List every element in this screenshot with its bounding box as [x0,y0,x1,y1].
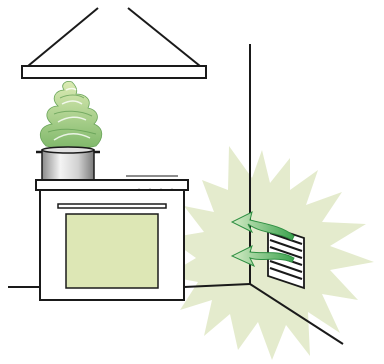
cooking-pot-icon [36,147,100,180]
oven-icon [40,190,184,300]
range-hood-icon [22,8,206,78]
oven-window [66,214,158,288]
stovetop [36,180,188,190]
steam-icon [40,81,101,149]
oven-handle [58,204,166,208]
